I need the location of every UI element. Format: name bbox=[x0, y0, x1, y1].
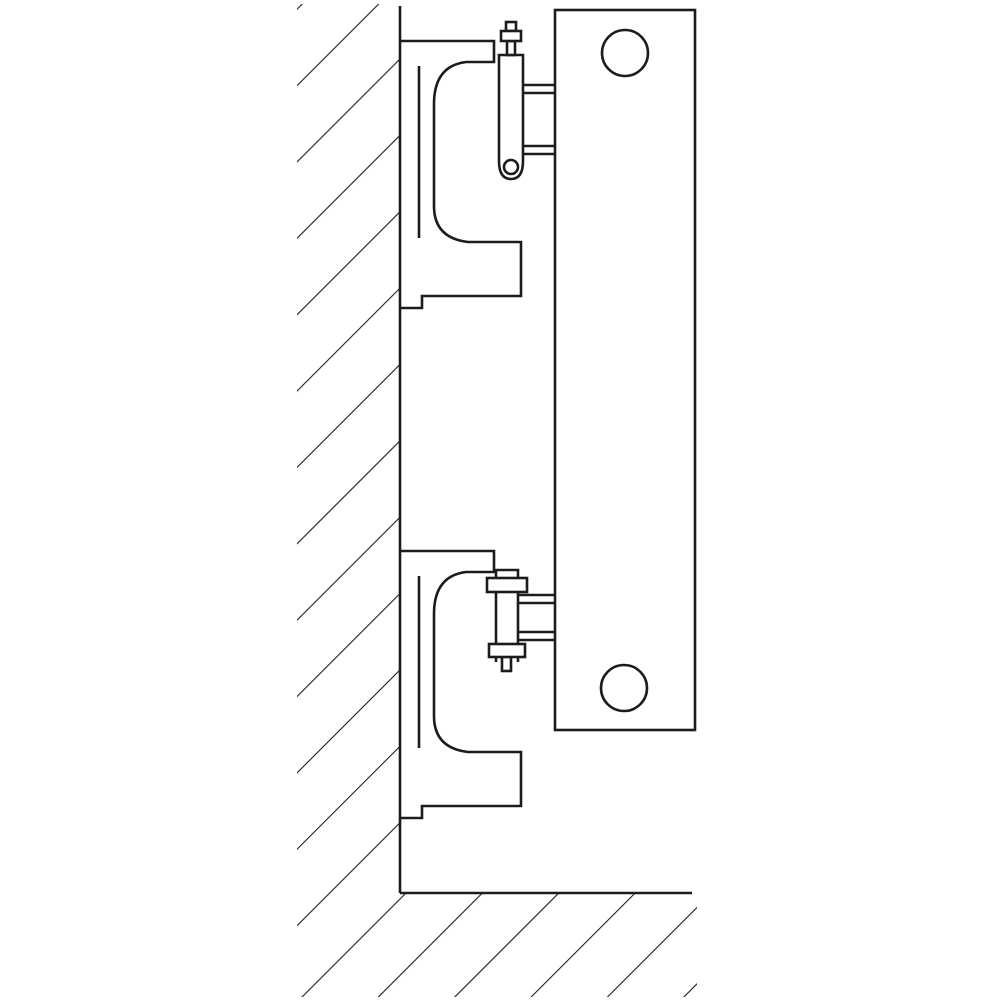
radiator-panel bbox=[553, 8, 697, 732]
wall-section bbox=[297, 4, 697, 997]
bracket-bottom-body bbox=[401, 549, 523, 820]
hanger-flange-lines bbox=[523, 83, 555, 156]
clamp-flange-lines bbox=[518, 593, 555, 642]
radiator-body bbox=[553, 8, 697, 732]
wall-hatch-area bbox=[297, 4, 697, 997]
bracket-top-body bbox=[401, 39, 523, 310]
screw-head bbox=[499, 29, 523, 43]
ink-layer bbox=[297, 4, 697, 997]
mounting-bracket-top bbox=[401, 20, 555, 310]
radiator-channel-top bbox=[600, 28, 650, 78]
retaining-clip-top bbox=[497, 53, 555, 181]
clamp-bar-bottom bbox=[487, 642, 527, 659]
radiator-channel-bottom bbox=[599, 663, 649, 713]
screw-tip bbox=[504, 20, 518, 33]
clamp-bar-top bbox=[485, 576, 529, 594]
clip-pivot bbox=[502, 158, 520, 176]
screw-shaft bbox=[505, 39, 517, 57]
clamp-strip bbox=[494, 568, 520, 662]
retaining-clamp-bottom bbox=[485, 568, 555, 673]
fixing-screw-top bbox=[499, 20, 523, 57]
clip-strip bbox=[497, 53, 525, 181]
mounting-bracket-bottom bbox=[401, 549, 555, 820]
